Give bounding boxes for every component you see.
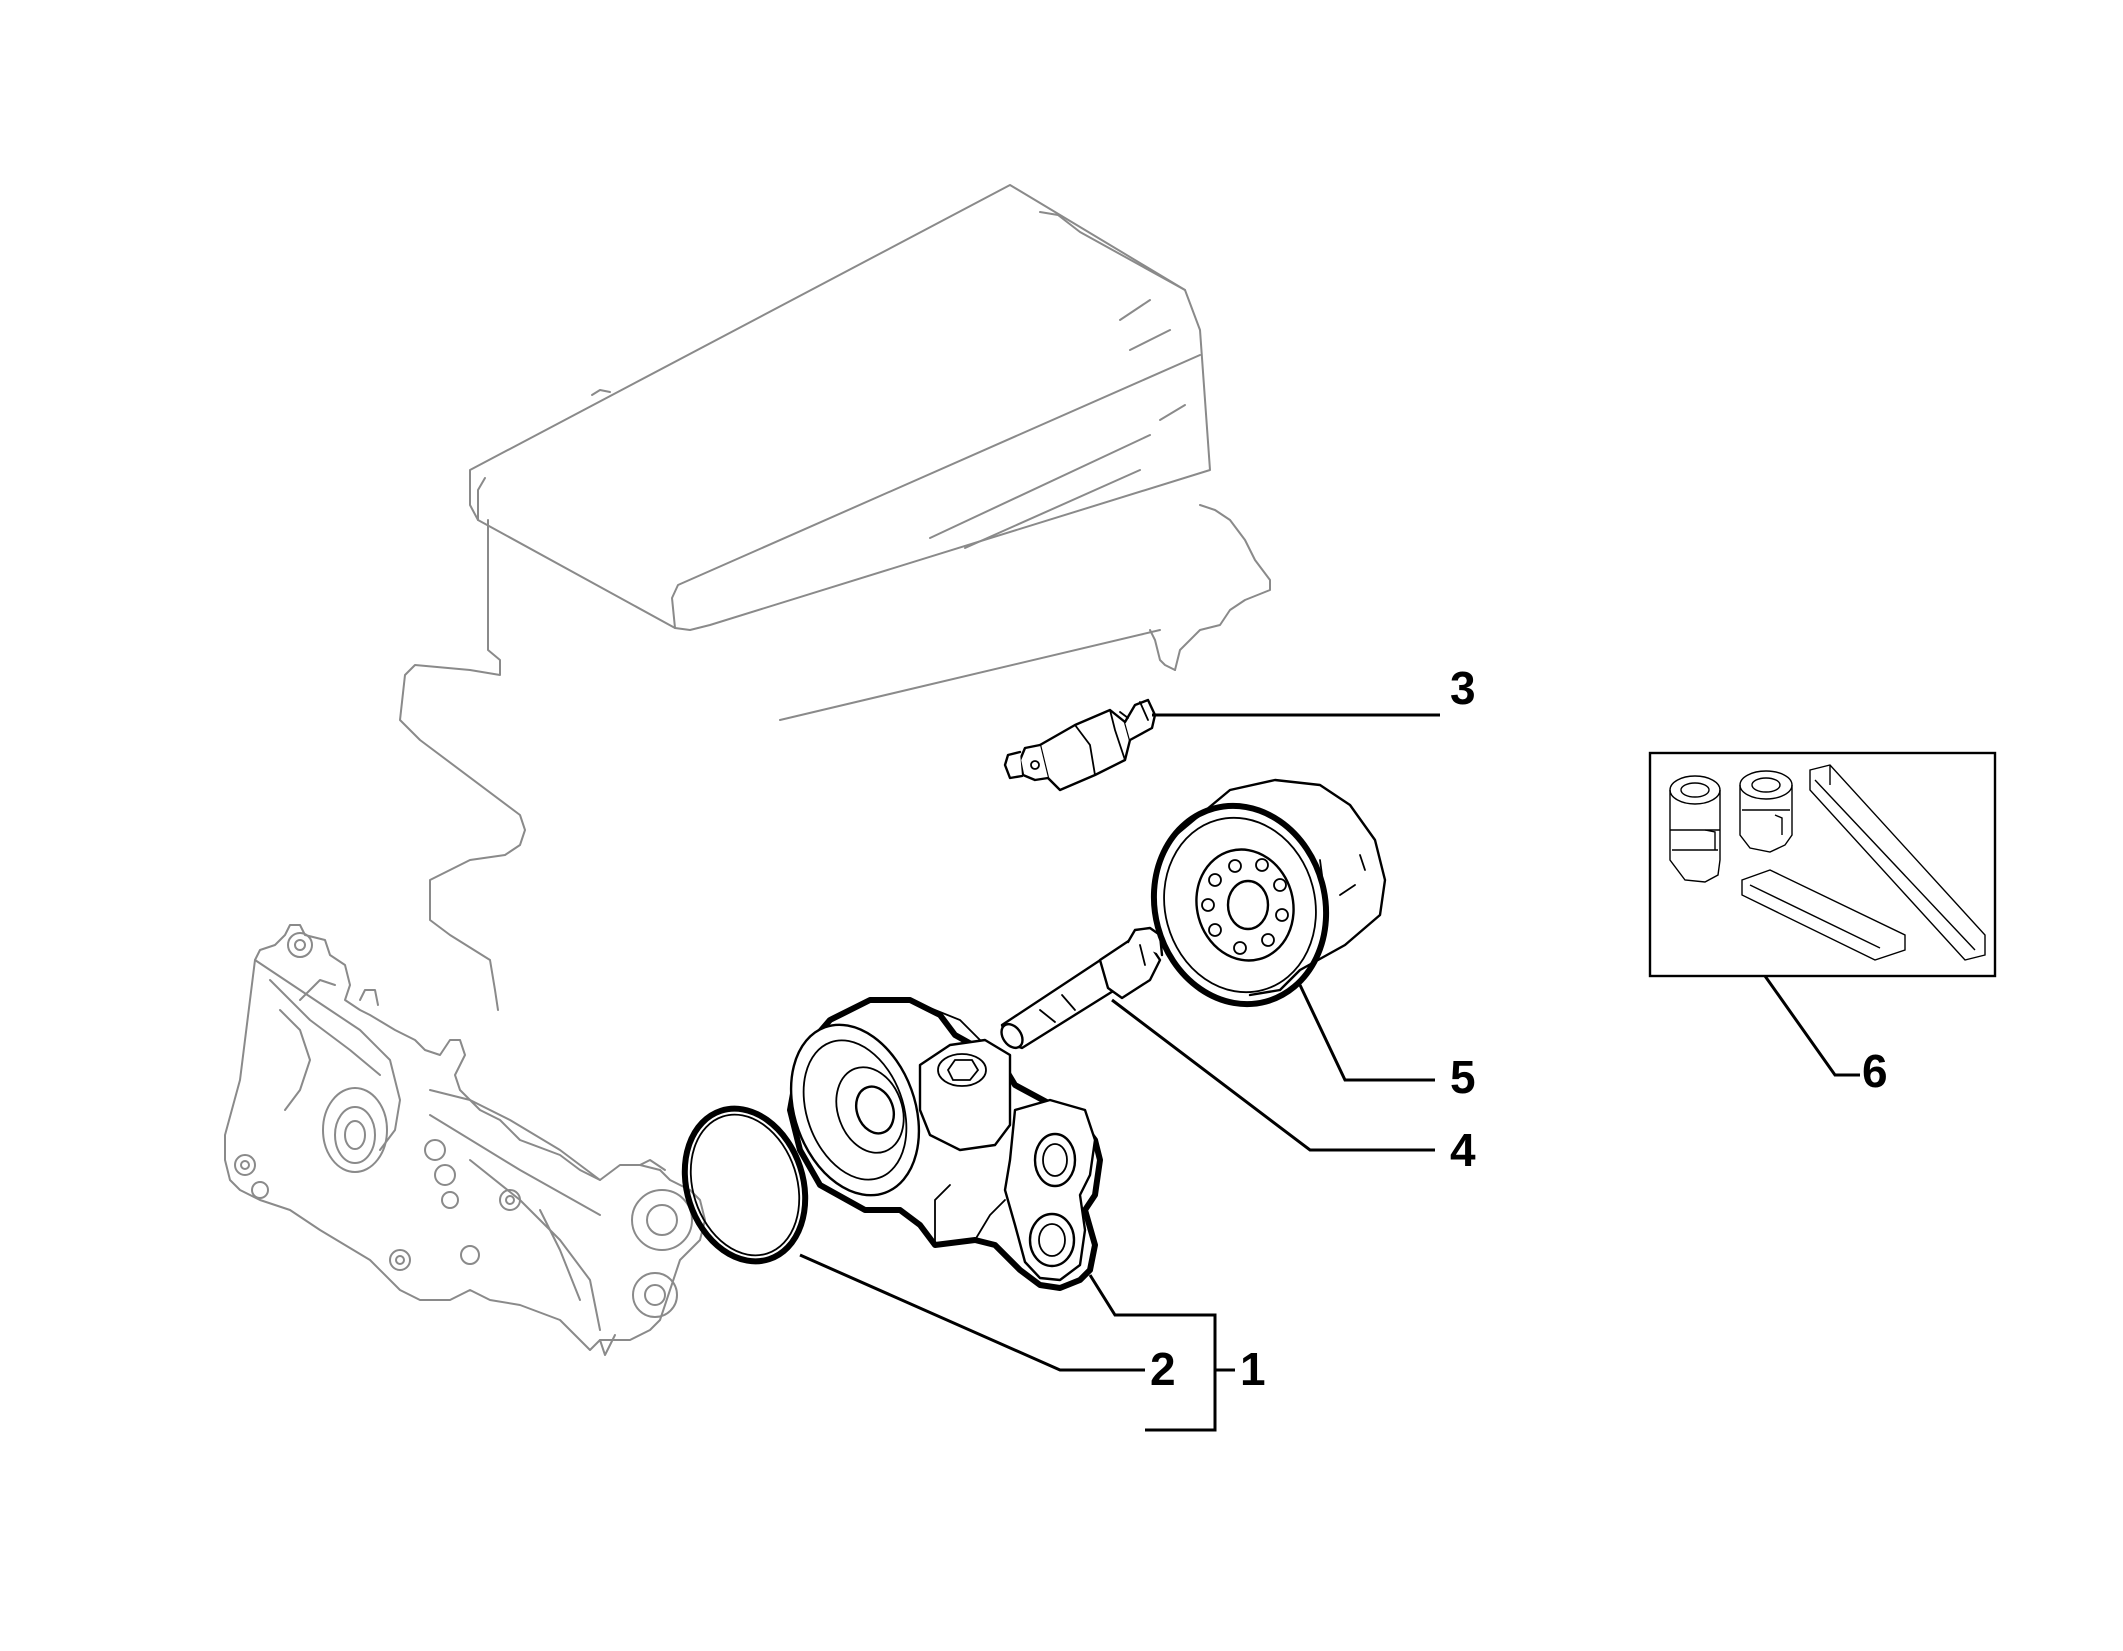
callout-4: 4	[1450, 1124, 1476, 1176]
leader-lines	[799, 713, 1860, 1432]
kit-cabin-filter-icon	[1741, 869, 1906, 961]
callout-3: 3	[1450, 662, 1476, 714]
callout-5: 5	[1450, 1051, 1476, 1103]
callout-6: 6	[1862, 1045, 1888, 1097]
filter-nipple	[1000, 926, 1164, 1050]
callout-labels: 3 5 4 6 2 1	[1150, 662, 1888, 1395]
oil-pressure-switch	[1003, 698, 1157, 792]
oil-pump-cover-outline	[224, 924, 706, 1356]
oil-filter-support	[787, 997, 1103, 1291]
callout-1: 1	[1240, 1343, 1266, 1395]
engine-block-outline	[399, 184, 1271, 1011]
filter-kit-box	[1648, 751, 1997, 978]
callout-2: 2	[1150, 1343, 1176, 1395]
o-ring-gasket	[681, 1105, 809, 1265]
filter-holes	[1201, 858, 1289, 955]
oil-filter-cartridge	[1150, 778, 1387, 1008]
kit-fuel-filter-icon	[1669, 775, 1721, 883]
kit-oil-filter-icon	[1739, 770, 1793, 853]
kit-air-filter-icon	[1809, 764, 1986, 961]
